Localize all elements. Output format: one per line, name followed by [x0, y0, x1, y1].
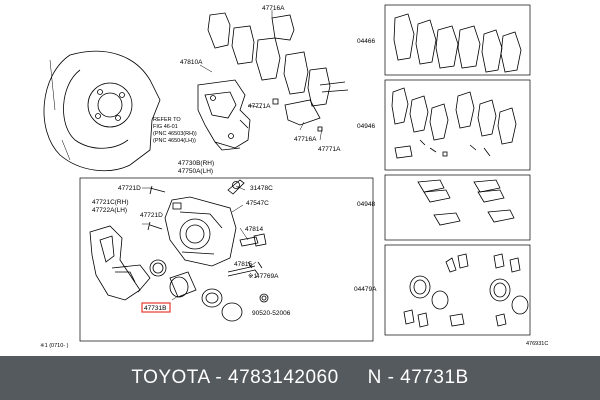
refer-line-2: FIG 46-01 [153, 124, 178, 130]
label-47810a: 47810A [180, 59, 203, 66]
clip-kit-04948 [417, 179, 515, 226]
label-47769a: 47769A [256, 273, 279, 280]
pad-kit-04466 [393, 13, 522, 73]
caliper-body [164, 196, 237, 267]
seal-kit-04479a [403, 253, 529, 328]
dust-shield [43, 50, 161, 172]
kit-box-04466 [384, 4, 531, 76]
label-47721c: 47721C(RH) [92, 199, 129, 206]
label-47771a-mid: 47771A [248, 103, 271, 110]
note-left: ※1 (0710- ) [40, 342, 69, 349]
label-47771a-low: 47771A [318, 146, 341, 153]
marker-47769a: ※1 [248, 273, 257, 280]
torque-plate [197, 79, 251, 151]
figure-code: 476931C [526, 341, 548, 347]
part-number-bar: TOYOTA - 4783142060 N - 47731B [0, 356, 600, 400]
part-number-text: TOYOTA - 4783142060 N - 47731B [131, 367, 469, 388]
label-04466: 04466 [357, 38, 375, 45]
piston-and-seals [149, 259, 243, 322]
label-47731b: 47731B [144, 305, 166, 312]
label-04948: 04948 [357, 201, 375, 208]
label-47814: 47814 [245, 226, 263, 233]
caliper-assembly-box [79, 177, 374, 342]
refer-line-4: (PNC 46504(LH)) [153, 138, 196, 144]
label-04479a: 04479A [354, 286, 377, 293]
refer-line-1: REFER TO [153, 117, 181, 123]
label-47730b: 47730B(RH) [178, 160, 214, 167]
label-90520: 90520-52006 [252, 310, 291, 317]
caliper-bracket [89, 225, 151, 301]
shim-kit-04946 [391, 87, 517, 159]
label-47716a-mid: 47716A [294, 136, 317, 143]
kit-box-04948 [384, 174, 531, 241]
label-47815: 47815 [234, 261, 252, 268]
label-47547c: 47547C [246, 200, 269, 207]
slide-pins [142, 179, 269, 303]
label-47721d-b: 47721D [140, 212, 163, 219]
label-31478c: 31478C [250, 185, 273, 192]
label-47716a-top: 47716A [262, 5, 285, 12]
highlight-box [141, 302, 171, 313]
kit-box-04479a [384, 244, 531, 336]
parts-diagram: 47716A 47810A 47771A 47716A 47771A REFER… [40, 4, 548, 349]
label-47750a: 47750A(LH) [178, 168, 213, 175]
label-04946: 04946 [357, 123, 375, 130]
refer-line-3: (PNC 46503(RH)) [153, 131, 197, 137]
label-47721d-a: 47721D [118, 185, 141, 192]
label-47722a: 47722A(LH) [92, 207, 127, 214]
kit-box-04946 [384, 79, 531, 171]
brake-pads-upper [199, 10, 349, 141]
